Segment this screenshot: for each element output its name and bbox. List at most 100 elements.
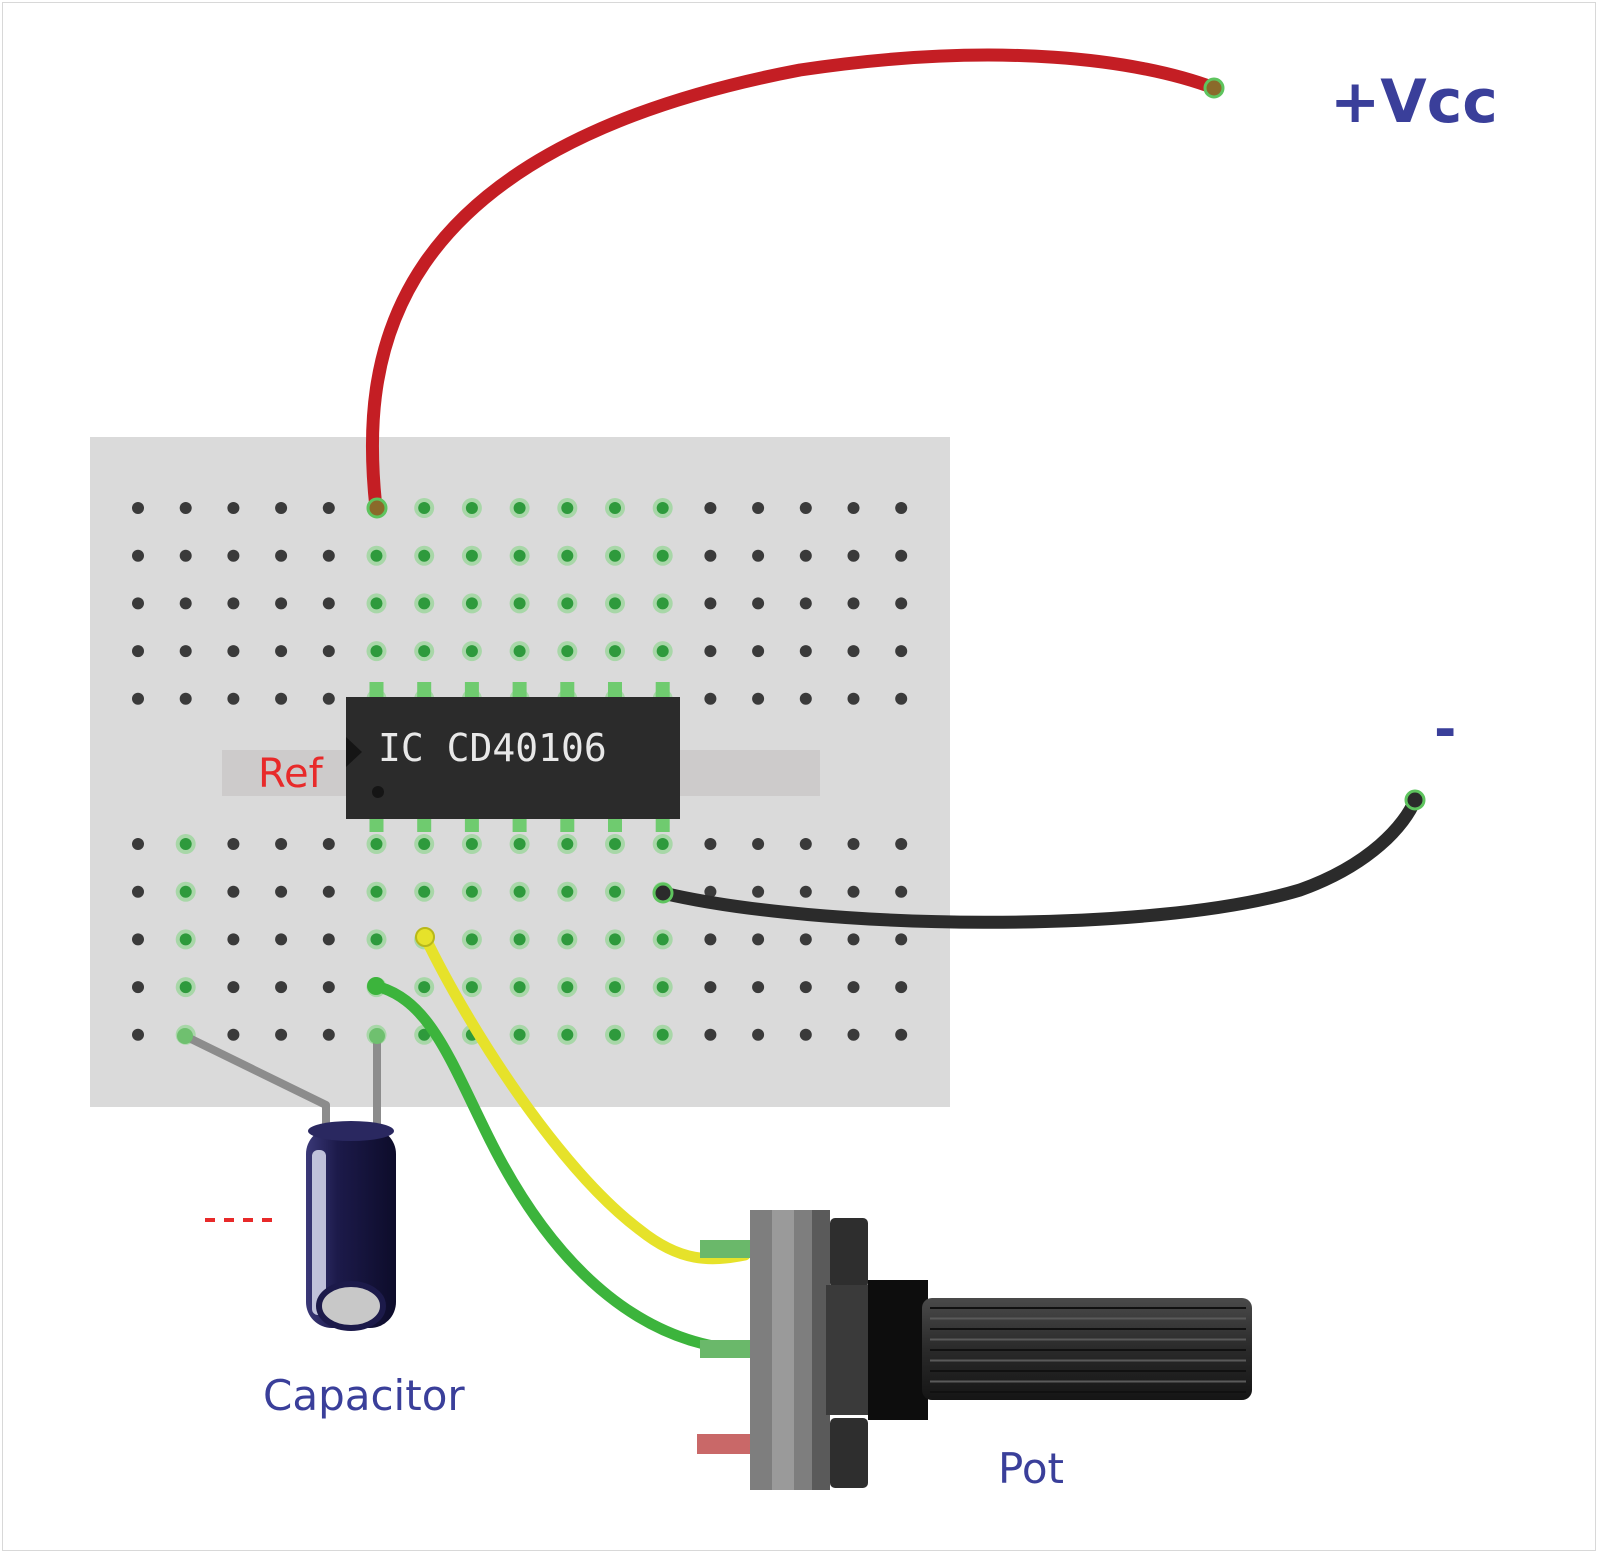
- black-wire-ground: [656, 793, 1422, 929]
- breadboard-hole: [609, 549, 621, 562]
- breadboard-hole: [752, 1028, 765, 1041]
- capacitor-label: Capacitor: [263, 1371, 465, 1420]
- breadboard-hole: [465, 981, 478, 994]
- breadboard-hole: [704, 549, 717, 562]
- breadboard-hole: [895, 885, 908, 898]
- breadboard-hole: [752, 692, 765, 705]
- breadboard-hole: [895, 981, 908, 994]
- breadboard-hole: [513, 1028, 526, 1041]
- breadboard-hole: [179, 597, 192, 610]
- breadboard-hole: [799, 981, 812, 994]
- breadboard-hole: [656, 645, 669, 658]
- breadboard-hole: [227, 549, 240, 562]
- breadboard-hole: [275, 933, 288, 946]
- breadboard-hole: [275, 549, 288, 562]
- breadboard-hole: [799, 838, 812, 850]
- breadboard-hole: [370, 597, 383, 610]
- breadboard-hole: [132, 933, 144, 946]
- breadboard-hole: [275, 645, 288, 658]
- breadboard-hole: [132, 885, 144, 898]
- breadboard-hole: [561, 549, 574, 562]
- breadboard-hole: [418, 645, 431, 658]
- breadboard-hole: [561, 502, 574, 514]
- breadboard-hole: [418, 502, 431, 514]
- green-wire-end-board: [367, 977, 385, 995]
- red-wire-end-board: [366, 497, 388, 519]
- breadboard-hole: [227, 981, 240, 994]
- breadboard-hole: [322, 838, 335, 850]
- breadboard-hole: [847, 838, 860, 850]
- breadboard-hole: [513, 838, 526, 850]
- breadboard-hole: [132, 597, 144, 610]
- capacitor-lead-dot-right: [369, 1028, 385, 1044]
- breadboard-hole: [656, 838, 669, 850]
- breadboard-hole: [322, 885, 335, 898]
- breadboard-hole: [322, 502, 335, 514]
- breadboard-hole: [656, 1028, 669, 1041]
- black-wire-end-board: [652, 882, 674, 904]
- breadboard-hole: [561, 597, 574, 610]
- breadboard-hole: [799, 1028, 812, 1041]
- breadboard-hole: [752, 645, 765, 658]
- breadboard-hole: [370, 885, 383, 898]
- breadboard-hole: [227, 933, 240, 946]
- breadboard-hole: [561, 885, 574, 898]
- breadboard-hole: [609, 645, 621, 658]
- breadboard-hole: [656, 981, 669, 994]
- breadboard-hole: [132, 645, 144, 658]
- breadboard-hole: [227, 692, 240, 705]
- breadboard-hole: [847, 981, 860, 994]
- breadboard-hole: [322, 549, 335, 562]
- pot-shaft-knurl: [930, 1307, 1246, 1393]
- breadboard-hole: [275, 838, 288, 850]
- breadboard-hole: [752, 549, 765, 562]
- breadboard-hole: [847, 597, 860, 610]
- breadboard-hole: [132, 1028, 144, 1041]
- breadboard-hole: [227, 1028, 240, 1041]
- yellow-wire-end-board: [415, 927, 435, 947]
- breadboard-hole: [895, 692, 908, 705]
- breadboard-hole: [704, 502, 717, 514]
- pot-pin-middle: [700, 1340, 752, 1358]
- breadboard-hole: [418, 597, 431, 610]
- capacitor-bottom: [316, 1281, 386, 1331]
- breadboard-hole: [465, 885, 478, 898]
- pot-pin-bottom: [697, 1434, 752, 1454]
- breadboard-hole: [895, 1028, 908, 1041]
- breadboard-hole: [752, 838, 765, 850]
- breadboard-hole: [322, 981, 335, 994]
- breadboard-hole: [895, 549, 908, 562]
- breadboard-hole: [847, 549, 860, 562]
- breadboard-hole: [465, 549, 478, 562]
- breadboard-hole: [799, 885, 812, 898]
- red-wire-end-top: [1203, 77, 1225, 99]
- breadboard-hole: [847, 502, 860, 514]
- pot-nut: [868, 1280, 928, 1420]
- breadboard-hole: [275, 692, 288, 705]
- breadboard-hole: [275, 597, 288, 610]
- breadboard-hole: [609, 1028, 621, 1041]
- capacitor-lead-dot-left: [177, 1028, 193, 1044]
- breadboard-hole: [704, 981, 717, 994]
- breadboard-hole: [704, 692, 717, 705]
- breadboard-hole: [132, 502, 144, 514]
- breadboard-hole: [465, 597, 478, 610]
- breadboard-hole: [704, 885, 717, 898]
- breadboard-hole: [609, 885, 621, 898]
- pot-bracket-top: [830, 1218, 868, 1288]
- breadboard-hole: [418, 885, 431, 898]
- breadboard-hole: [609, 933, 621, 946]
- breadboard-hole: [704, 1028, 717, 1041]
- green-wire: [370, 980, 751, 1356]
- breadboard-hole: [609, 981, 621, 994]
- breadboard-hole: [465, 502, 478, 514]
- breadboard-hole: [704, 597, 717, 610]
- breadboard-hole: [418, 838, 431, 850]
- breadboard-hole: [513, 549, 526, 562]
- breadboard-hole: [227, 502, 240, 514]
- breadboard-hole: [656, 597, 669, 610]
- breadboard-hole: [561, 645, 574, 658]
- breadboard-hole: [227, 597, 240, 610]
- breadboard-hole: [895, 933, 908, 946]
- breadboard-hole: [704, 933, 717, 946]
